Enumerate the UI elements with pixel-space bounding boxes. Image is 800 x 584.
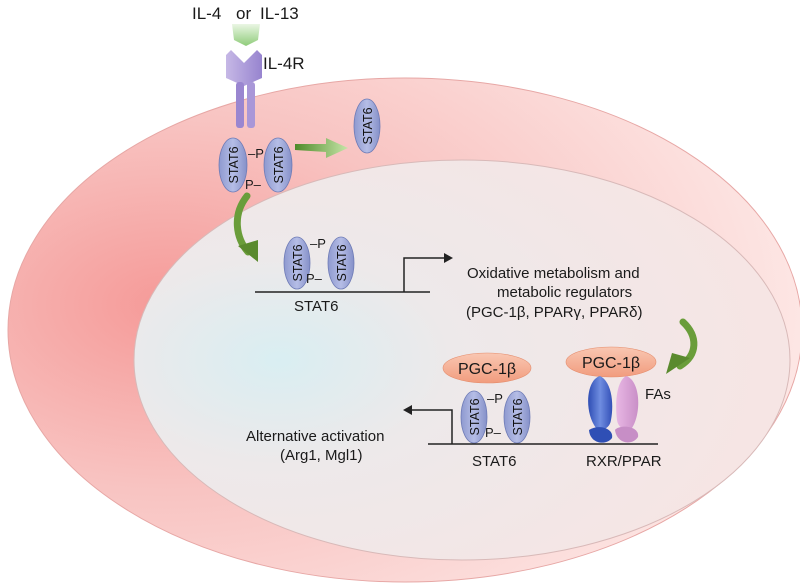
stat6-dimer-nuclear: STAT6 STAT6 –P P– xyxy=(283,236,355,290)
svg-text:STAT6: STAT6 xyxy=(361,107,375,144)
transcription-arrow-1-icon xyxy=(403,253,453,292)
rxr-ppar-heterodimer xyxy=(588,376,639,443)
svg-text:PGC-1β: PGC-1β xyxy=(582,355,640,372)
stat6-dimer-promoter-2: STAT6 STAT6 –P P– xyxy=(460,390,531,444)
outcome-line-2: (Arg1, Mgl1) xyxy=(280,447,363,464)
genes-line-1: Oxidative metabolism and xyxy=(467,265,640,282)
ligand-il13-label: IL-13 xyxy=(260,4,299,23)
genes-line-2: metabolic regulators xyxy=(497,284,632,301)
il4-receptor-icon xyxy=(226,50,262,128)
svg-text:–P: –P xyxy=(248,146,264,161)
promoter-2-stat6-label: STAT6 xyxy=(472,453,516,470)
svg-text:STAT6: STAT6 xyxy=(227,146,241,183)
recruitment-arrow-icon xyxy=(295,138,348,158)
svg-text:–P: –P xyxy=(487,391,503,406)
svg-text:STAT6: STAT6 xyxy=(468,398,482,435)
svg-text:P–: P– xyxy=(306,271,323,286)
svg-text:P–: P– xyxy=(245,177,262,192)
genes-line-3: (PGC-1β, PPARγ, PPARδ) xyxy=(466,304,642,321)
svg-text:STAT6: STAT6 xyxy=(335,244,349,281)
transcription-arrow-2-icon xyxy=(403,405,453,444)
stat6-monomer: STAT6 xyxy=(353,98,381,154)
feedback-arrow-icon xyxy=(666,318,698,374)
promoter-1-label: STAT6 xyxy=(294,298,338,315)
svg-text:PGC-1β: PGC-1β xyxy=(458,361,516,378)
stat6-dimer-cytoplasm: STAT6 STAT6 –P P– xyxy=(218,137,293,193)
ligand-icon xyxy=(232,24,260,46)
svg-text:–P: –P xyxy=(310,236,326,251)
svg-text:P–: P– xyxy=(485,425,502,440)
receptor-label: IL-4R xyxy=(263,54,305,73)
ligand-il4-label: IL-4 xyxy=(192,4,221,23)
promoter-2-rxr-label: RXR/PPAR xyxy=(586,453,662,470)
fatty-acids-label: FAs xyxy=(645,386,671,403)
outcome-line-1: Alternative activation xyxy=(246,428,384,445)
svg-text:STAT6: STAT6 xyxy=(272,146,286,183)
pgc1b-coactivator-left: PGC-1β xyxy=(442,352,532,384)
pgc1b-coactivator-right: PGC-1β xyxy=(565,346,657,378)
ligand-or-label: or xyxy=(236,4,251,23)
svg-text:STAT6: STAT6 xyxy=(511,398,525,435)
svg-text:STAT6: STAT6 xyxy=(291,244,305,281)
nuclear-translocation-arrow-icon xyxy=(233,192,258,262)
